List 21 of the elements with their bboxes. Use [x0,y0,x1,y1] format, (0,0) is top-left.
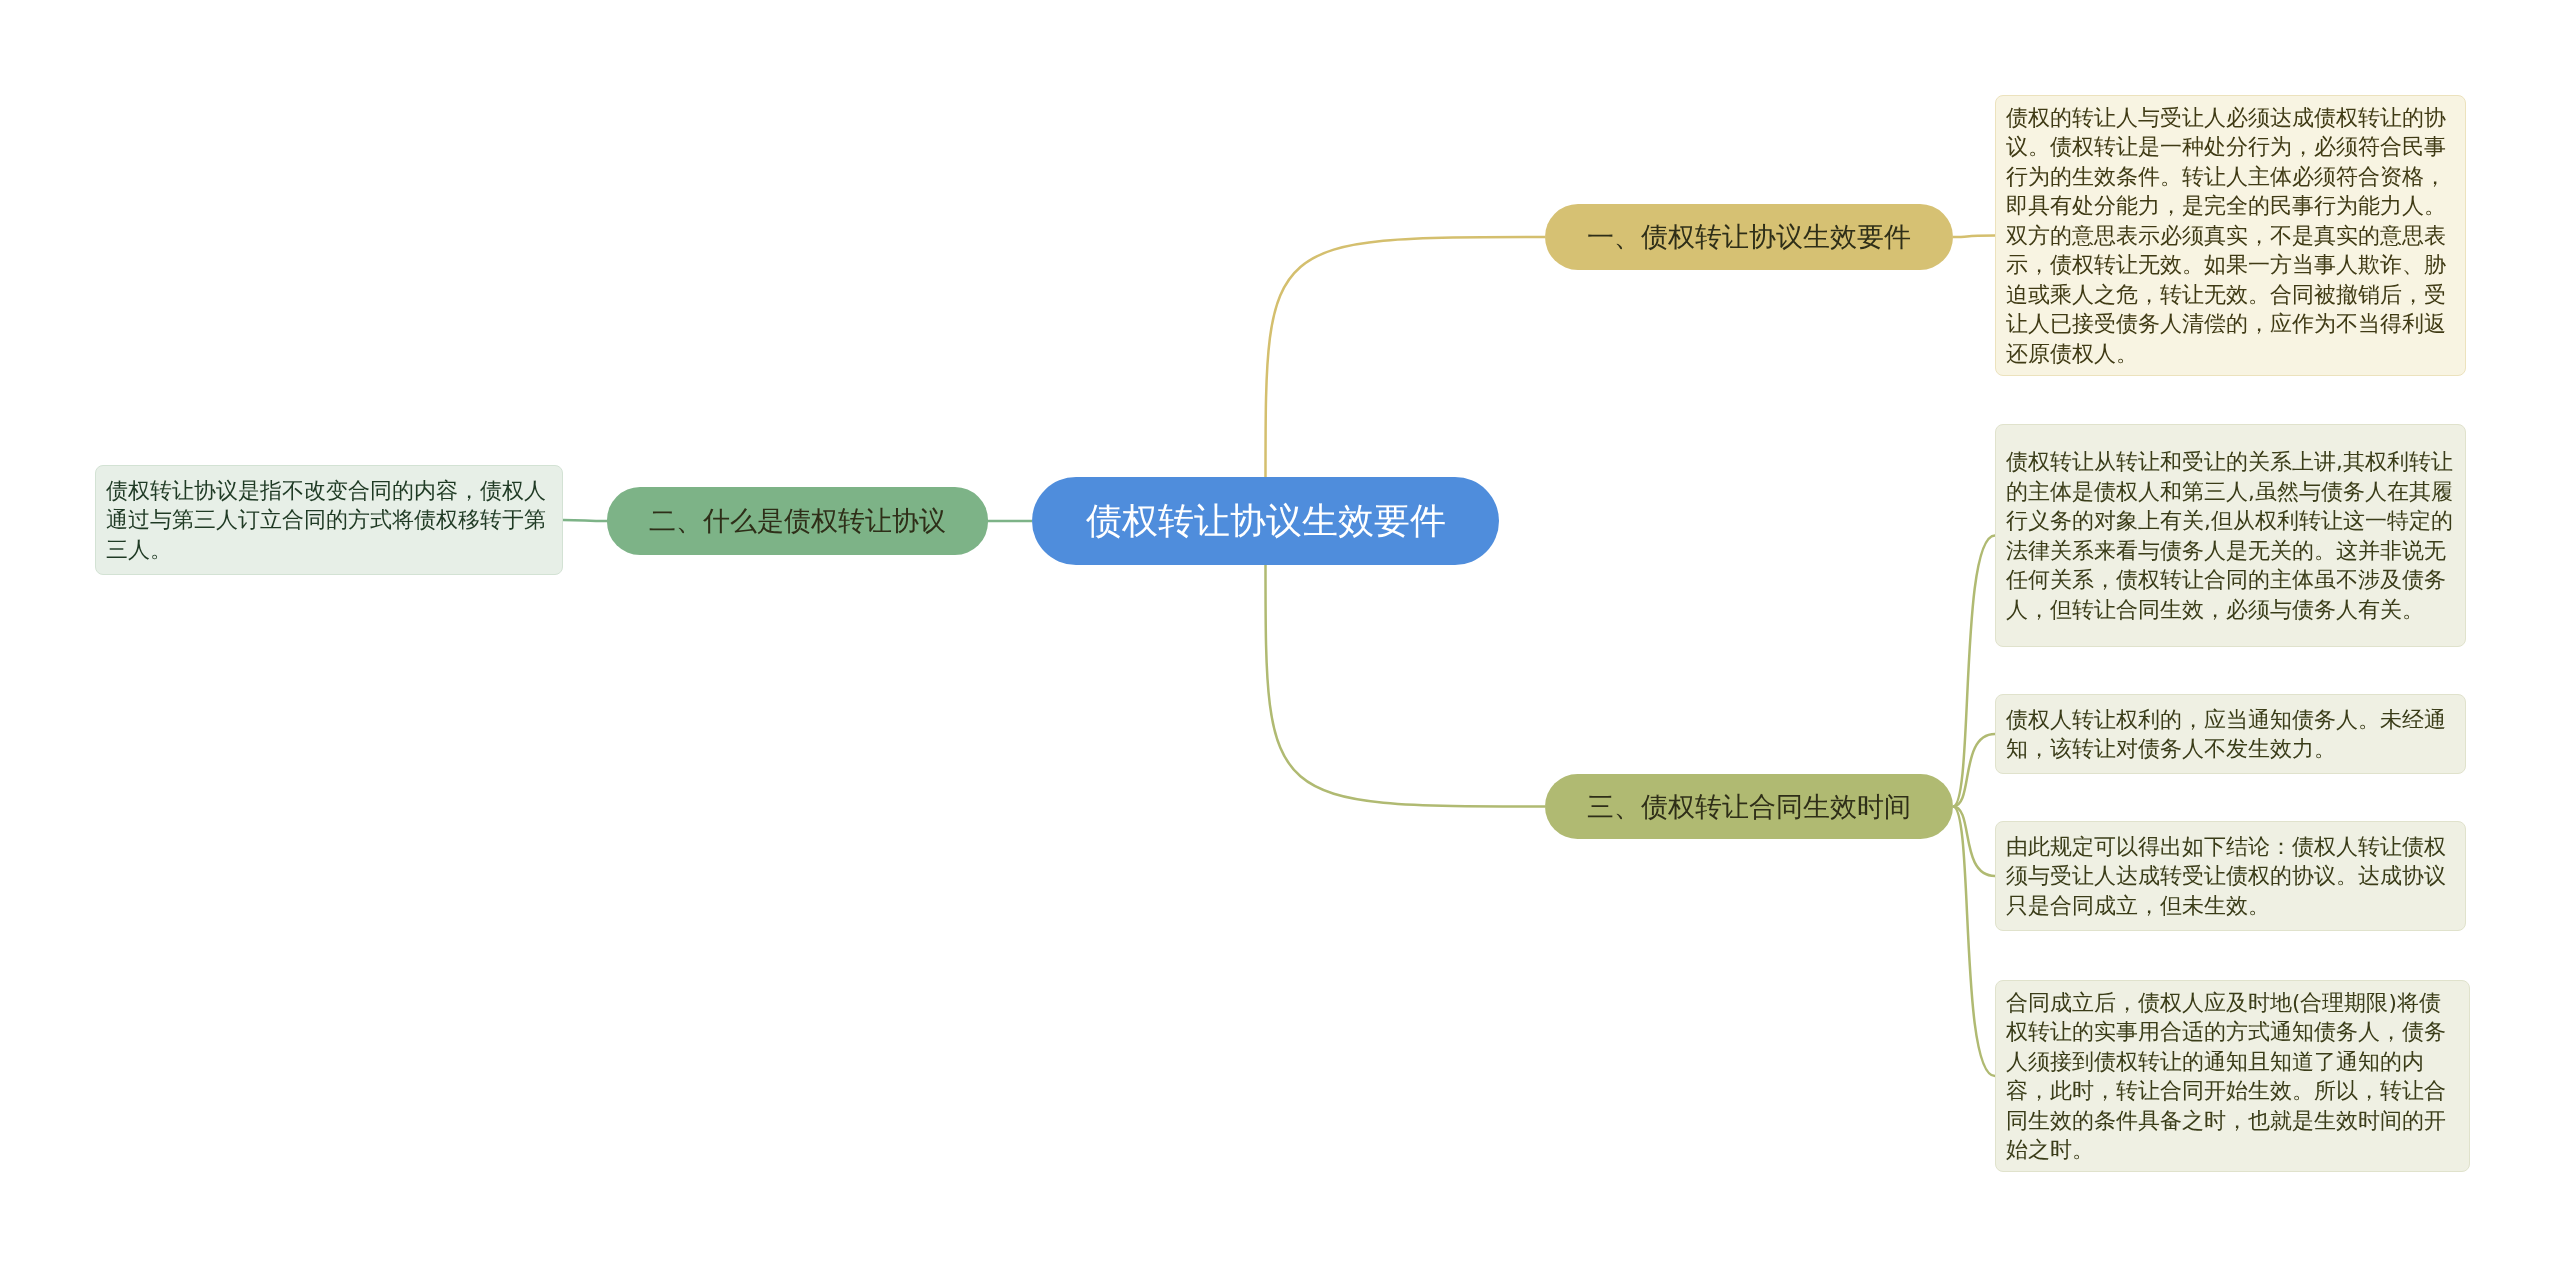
node-text: 债权转让协议是指不改变合同的内容，债权人通过与第三人订立合同的方式将债权移转于第三人。 [106,476,547,564]
note-card [1995,821,2466,931]
connector-line [1264,235,1545,477]
connector-line [563,518,607,523]
connector-line [1264,565,1545,808]
note-card [95,465,563,575]
connector-line [1952,805,1996,1078]
node-text: 债权人转让权利的，应当通知债务人。未经通知，该转让对债务人不发生效力。 [2006,705,2447,763]
node-text: 债权转让从转让和受让的关系上讲,其权利转让的主体是债权人和第三人,虽然与债务人在其履行义务的对象上有关,但从权利转让这一特定的法律关系来看与债务人是无关的。这并非说无任何关系，债权转让合同的主体虽不涉及债务人，但转让合同生效，必须与债务人有关。 [2006,448,2454,624]
node-text: 合同成立后，债权人应及时地(合理期限)将债权转让的实事用合适的方式通知债务人，债务人须接到债权转让的通知且知道了通知的内容，此时，转让合同开始生效。所以，转让合同生效的条件具备之时，也就是生效时间的开始之时。 [2006,988,2447,1164]
node-text: 一、债权转让协议生效要件 [1587,220,1911,254]
note-card [1995,424,2466,647]
note-card [1995,694,2466,774]
connector-line [1953,234,1995,239]
node-text: 二、什么是债权转让协议 [649,504,946,538]
connector-line [988,519,1032,523]
node-text: 由此规定可以得出如下结论：债权人转让债权须与受让人达成转受让债权的协议。达成协议只是合同成立，但未生效。 [2006,832,2447,920]
node-text: 三、债权转让合同生效时间 [1587,789,1911,824]
node-text: 债权的转让人与受让人必须达成债权转让的协议。债权转让是一种处分行为，必须符合民事行为的生效条件。转让人主体必须符合资格，即具有处分能力，是完全的民事行为能力人。双方的意思表示必须真实，不是真实的意思表示，债权转让无效。如果一方当事人欺诈、胁迫或乘人之危，转让无效。合同被撤销后，受让人已接受债务人清偿的，应作为不当得利返还原债权人。 [2006,103,2447,368]
connector-line [1952,534,1996,808]
node-text: 债权转让协议生效要件 [1085,498,1446,543]
